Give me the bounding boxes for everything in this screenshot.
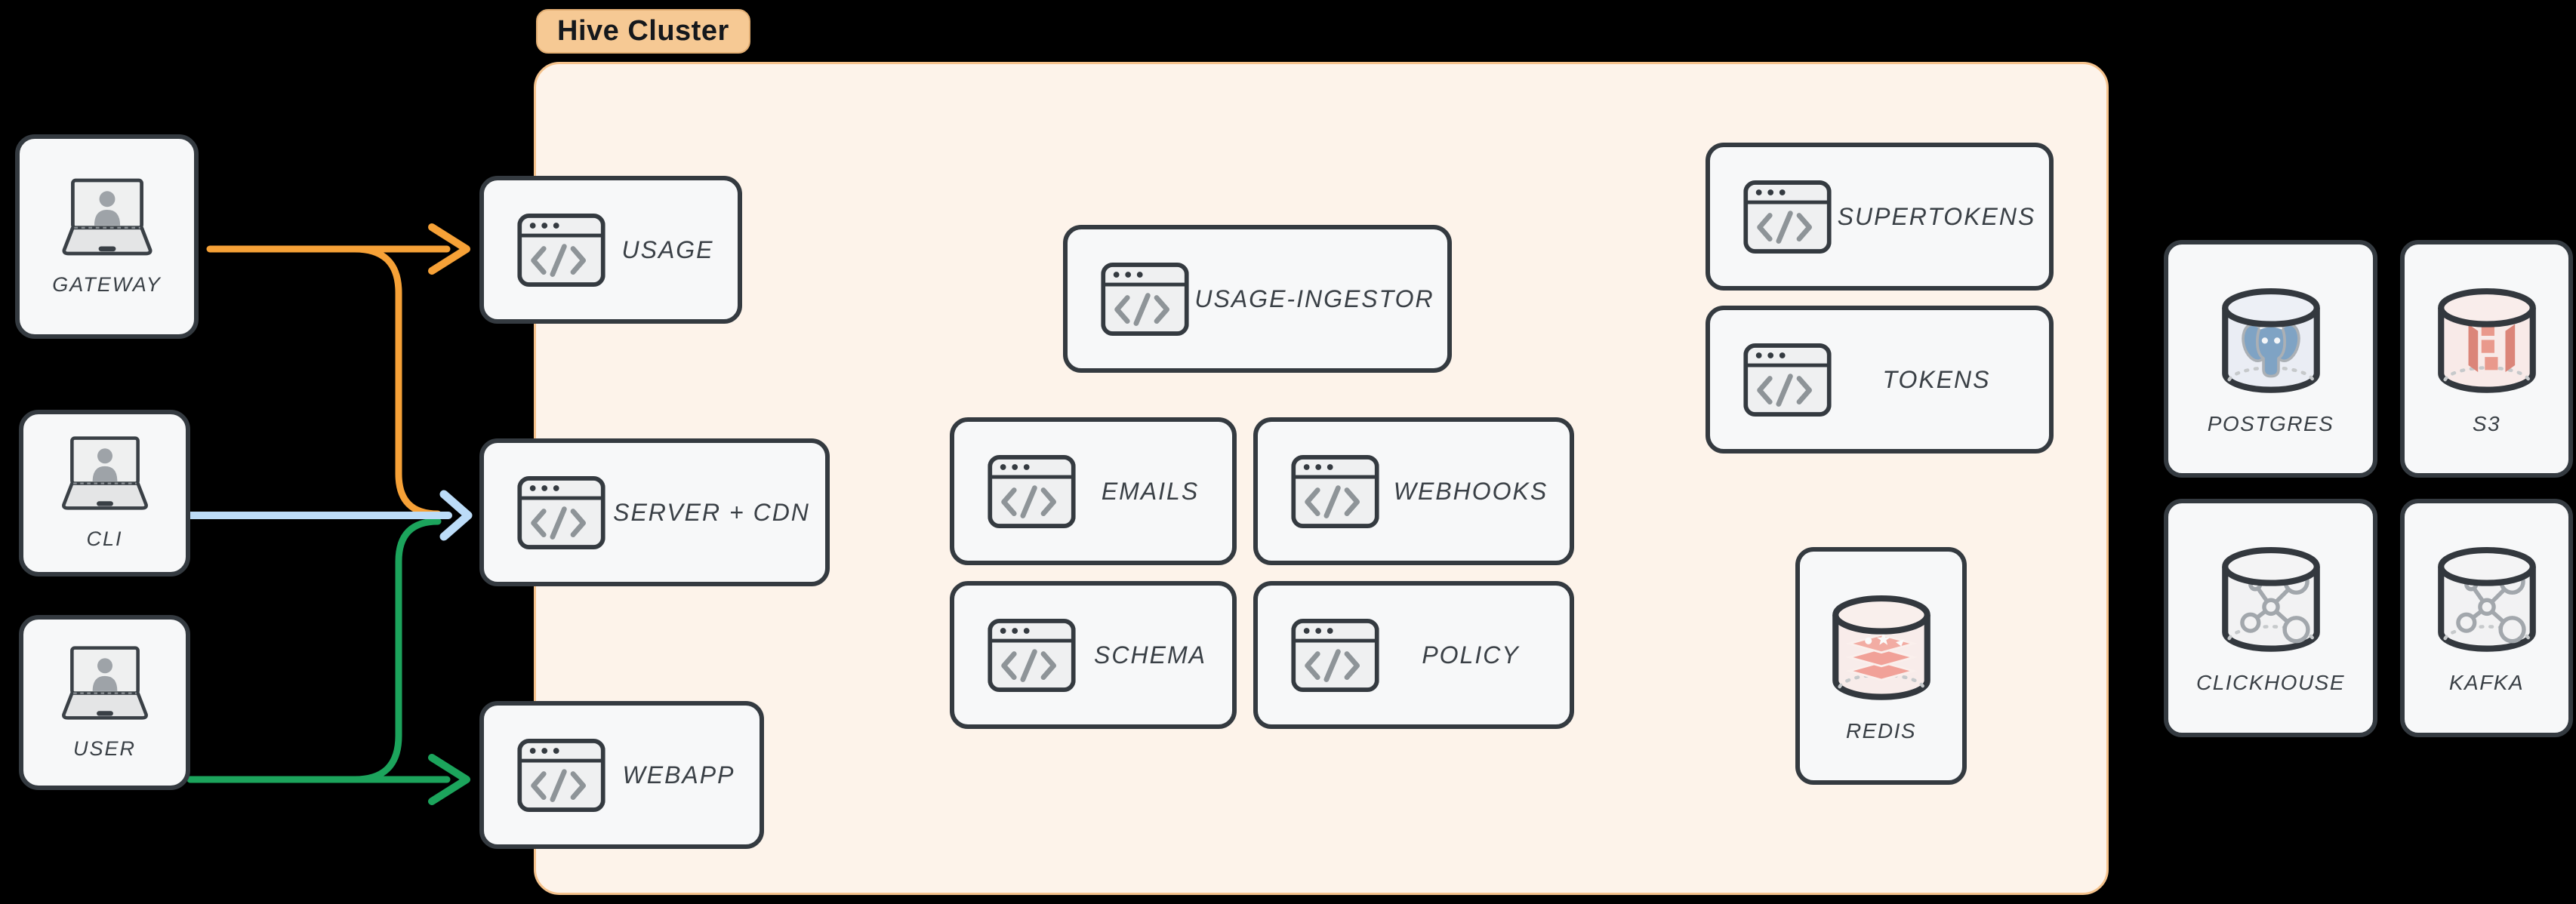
laptop-user-icon — [50, 177, 165, 257]
datastore-label: KAFKA — [2448, 671, 2525, 694]
clickhouse-database-icon — [2221, 547, 2320, 652]
service-label: USAGE — [621, 235, 714, 263]
service-box-emails: EMAILS — [950, 417, 1237, 565]
service-box-usage-ingestor: USAGE-INGESTOR — [1063, 225, 1452, 373]
actor-label: USER — [72, 736, 136, 760]
arrow-gateway-server — [351, 245, 442, 518]
postgres-database-icon — [2221, 287, 2320, 393]
service-box-server-cdn: SERVER + CDN — [479, 438, 830, 586]
service-box-tokens: TOKENS — [1706, 306, 2054, 454]
datastore-card-clickhouse: CLICKHOUSE — [2164, 499, 2377, 737]
browser-code-icon — [988, 619, 1076, 692]
arrowhead-usage — [428, 223, 470, 275]
arrowhead-server — [439, 490, 473, 541]
browser-code-icon — [1291, 619, 1379, 692]
service-box-policy: POLICY — [1253, 581, 1574, 729]
actor-label: GATEWAY — [52, 272, 162, 296]
actor-card-gateway: GATEWAY — [15, 134, 199, 339]
service-box-webapp: WEBAPP — [479, 701, 764, 849]
browser-code-icon — [517, 476, 605, 549]
datastore-label: REDIS — [1845, 718, 1917, 743]
postgres-logo — [2241, 319, 2300, 377]
browser-code-icon — [517, 739, 605, 812]
service-label: SUPERTOKENS — [1837, 202, 2036, 230]
datastore-card-redis: REDIS — [1795, 547, 1967, 785]
hive-cluster-tag: Hive Cluster — [536, 9, 750, 54]
service-label: USAGE-INGESTOR — [1194, 284, 1434, 312]
service-box-supertokens: SUPERTOKENS — [1706, 143, 2054, 291]
redis-database-icon — [1832, 595, 1930, 700]
service-box-schema: SCHEMA — [950, 581, 1237, 729]
datastore-card-s3: S3 — [2400, 240, 2573, 478]
arrowhead-webapp — [428, 754, 470, 805]
browser-code-icon — [1743, 180, 1832, 254]
browser-code-icon — [517, 214, 605, 287]
service-label: SCHEMA — [1094, 641, 1206, 669]
datastore-label: CLICKHOUSE — [2195, 671, 2346, 694]
browser-code-icon — [988, 455, 1076, 528]
datastore-label: POSTGRES — [2207, 411, 2334, 435]
browser-code-icon — [1291, 455, 1379, 528]
datastore-card-postgres: POSTGRES — [2164, 240, 2377, 478]
service-box-usage: USAGE — [479, 176, 742, 324]
actor-card-cli: CLI — [19, 410, 190, 577]
datastore-label: S3 — [2472, 411, 2501, 435]
arrow-user-server — [186, 518, 442, 783]
laptop-user-icon — [50, 645, 160, 721]
laptop-user-icon — [50, 435, 160, 511]
datastore-card-kafka: KAFKA — [2400, 499, 2573, 737]
service-label: EMAILS — [1101, 477, 1200, 505]
service-label: TOKENS — [1882, 365, 1991, 393]
actor-label: CLI — [86, 527, 123, 550]
service-box-webhooks: WEBHOOKS — [1253, 417, 1574, 565]
service-label: WEBAPP — [622, 761, 735, 789]
browser-code-icon — [1101, 263, 1189, 336]
s3-database-icon — [2437, 287, 2536, 393]
service-label: POLICY — [1422, 641, 1520, 669]
hive-cluster-label: Hive Cluster — [557, 15, 729, 47]
kafka-database-icon — [2437, 547, 2536, 652]
actor-card-user: USER — [19, 615, 190, 790]
service-label: WEBHOOKS — [1393, 477, 1548, 505]
service-label: SERVER + CDN — [613, 498, 810, 526]
redis-logo — [1844, 632, 1918, 681]
browser-code-icon — [1743, 343, 1832, 417]
